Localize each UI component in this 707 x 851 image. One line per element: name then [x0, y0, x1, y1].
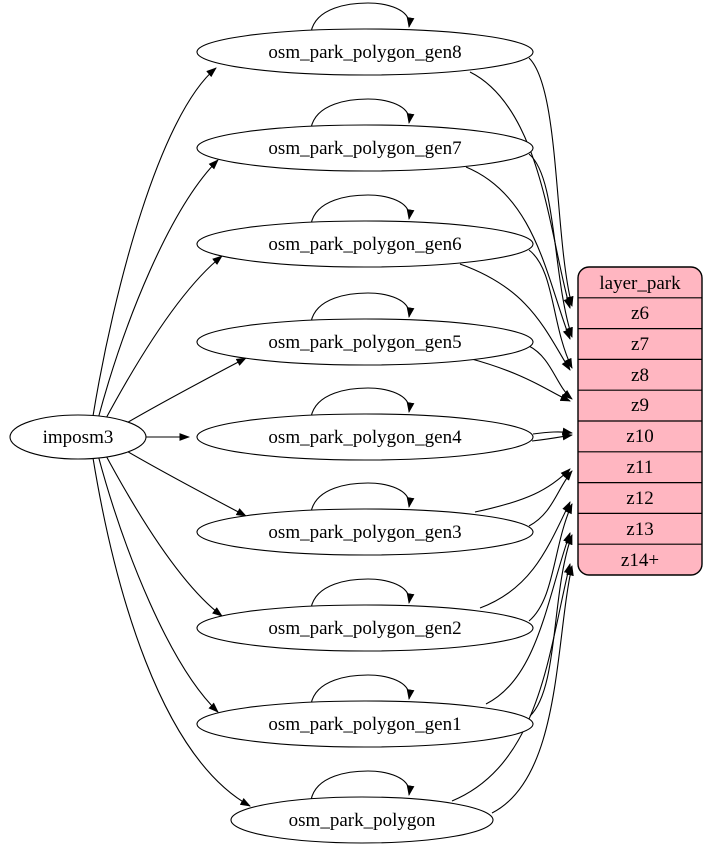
edge-imposm3-gen6 [103, 255, 223, 423]
edge-gen8-z6-b [469, 71, 572, 309]
layer-park-row-z12: z12 [626, 488, 653, 509]
self-loop-gen4 [310, 387, 415, 418]
layer-park-row-z8: z8 [631, 365, 649, 386]
layer-park-row-z11: z11 [627, 457, 654, 478]
edge-polygon-z14-a [491, 565, 574, 814]
edge-imposm3-gen3 [117, 445, 247, 517]
node-osm-park-polygon-gen1: osm_park_polygon_gen1 [196, 700, 534, 748]
gen7-ellipse [196, 124, 534, 172]
polygon-label: osm_park_polygon [289, 810, 436, 831]
self-loop-gen7 [310, 98, 415, 129]
edge-gen4-z10-a [532, 427, 573, 436]
gen3-label: osm_park_polygon_gen3 [268, 522, 461, 543]
self-loop-polygon [310, 770, 415, 801]
node-osm-park-polygon-gen5: osm_park_polygon_gen5 [196, 318, 534, 366]
edge-imposm3-gen5 [117, 357, 247, 429]
gen5-label: osm_park_polygon_gen5 [268, 332, 461, 353]
polygon-ellipse [230, 796, 494, 844]
gen8-ellipse [196, 28, 534, 76]
gen2-ellipse [196, 604, 534, 652]
edge-imposm3-gen1 [97, 454, 219, 713]
edges-self-loops [310, 2, 415, 801]
imposm3-label: imposm3 [43, 427, 114, 448]
self-loop-gen3 [310, 482, 415, 513]
gen7-label: osm_park_polygon_gen7 [268, 138, 461, 159]
layer-park-row-z7: z7 [631, 334, 649, 355]
edge-gen6-z8-a [528, 249, 573, 369]
edge-gen7-z7-a [528, 153, 573, 338]
layer-park-row-z14: z14+ [621, 550, 659, 571]
edge-gen4-z10-b [531, 432, 573, 442]
self-loop-gen1 [310, 674, 415, 705]
edge-gen2-z12-a [528, 503, 573, 622]
gen6-ellipse [196, 220, 534, 268]
node-osm-park-polygon-gen7: osm_park_polygon_gen7 [196, 124, 534, 172]
gen4-label: osm_park_polygon_gen4 [268, 427, 462, 448]
edges-zoom-mappings [451, 57, 574, 814]
edge-imposm3-gen2 [103, 451, 223, 617]
layer-park-row-z13: z13 [626, 519, 653, 540]
node-imposm3: imposm3 [9, 414, 147, 460]
gen8-label: osm_park_polygon_gen8 [268, 42, 461, 63]
node-osm-park-polygon-gen2: osm_park_polygon_gen2 [196, 604, 534, 652]
node-osm-park-polygon-gen3: osm_park_polygon_gen3 [196, 508, 534, 556]
self-loop-gen5 [310, 292, 415, 323]
edge-gen8-z6-a [528, 57, 574, 307]
node-osm-park-polygon-gen6: osm_park_polygon_gen6 [196, 220, 534, 268]
edge-imposm3-gen8 [92, 67, 217, 417]
gen3-ellipse [196, 508, 534, 556]
edge-imposm3-polygon [92, 457, 251, 807]
gen1-ellipse [196, 700, 534, 748]
edge-gen3-z11-b [474, 468, 571, 513]
gen1-label: osm_park_polygon_gen1 [268, 714, 461, 735]
gen6-label: osm_park_polygon_gen6 [268, 234, 461, 255]
self-loop-gen6 [310, 194, 415, 225]
gen5-ellipse [196, 318, 534, 366]
edge-gen5-z9-b [467, 357, 571, 402]
node-layer-park: layer_park z6 z7 z8 z9 z10 z11 z12 z13 z… [577, 266, 703, 576]
node-osm-park-polygon: osm_park_polygon [230, 796, 494, 844]
gen4-ellipse [196, 413, 534, 461]
edge-gen3-z11-a [528, 470, 573, 527]
imposm3-ellipse [9, 414, 147, 460]
node-osm-park-polygon-gen8: osm_park_polygon_gen8 [196, 28, 534, 76]
self-loop-gen2 [310, 578, 415, 609]
edge-polygon-z14-b [451, 563, 572, 802]
edge-gen2-z12-b [479, 501, 571, 609]
edge-imposm3-gen7 [97, 159, 219, 420]
layer-park-title: layer_park [599, 273, 681, 294]
edge-gen7-z7-b [465, 166, 571, 340]
edges-import [92, 67, 251, 807]
layer-park-row-z9: z9 [631, 395, 649, 416]
node-osm-park-polygon-gen4: osm_park_polygon_gen4 [196, 413, 534, 461]
gen2-label: osm_park_polygon_gen2 [268, 618, 461, 639]
edge-gen1-z13-a [529, 534, 573, 717]
edge-gen1-z13-b [485, 532, 571, 705]
layer-park-row-z6: z6 [631, 303, 649, 324]
self-loop-gen8 [310, 2, 415, 33]
layer-park-row-z10: z10 [626, 426, 653, 447]
edge-gen6-z8-b [459, 263, 571, 371]
